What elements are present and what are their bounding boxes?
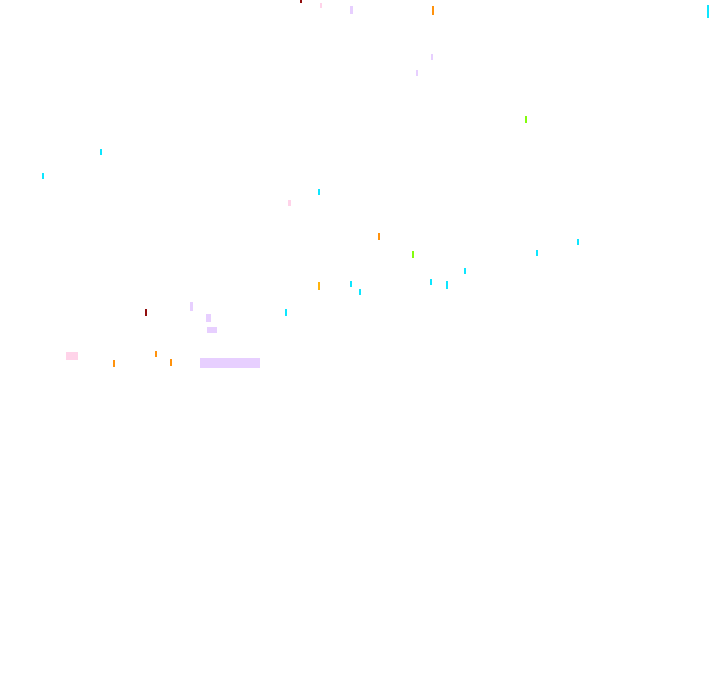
mark-m2 <box>320 3 322 8</box>
mark-m21 <box>446 281 448 289</box>
mark-m27 <box>207 327 217 333</box>
mark-m23 <box>145 309 147 316</box>
mark-m26 <box>285 309 287 316</box>
mark-m20 <box>430 279 432 285</box>
mark-m18 <box>350 281 352 287</box>
mark-m14 <box>412 251 414 258</box>
mark-m22 <box>464 268 466 274</box>
mark-m6 <box>431 54 433 60</box>
mark-m4 <box>432 6 434 15</box>
mark-m16 <box>577 239 579 245</box>
mark-m13 <box>378 233 380 240</box>
mark-m11 <box>288 200 291 206</box>
mark-m29 <box>113 360 115 367</box>
mark-m32 <box>200 358 260 368</box>
mark-m15 <box>536 250 538 256</box>
mark-m3 <box>350 6 353 14</box>
mark-m17 <box>318 282 320 290</box>
mark-m8 <box>525 116 527 123</box>
mark-m28 <box>155 351 157 357</box>
mark-m19 <box>359 289 361 295</box>
mark-m1 <box>300 0 302 3</box>
mark-m10 <box>42 173 44 179</box>
mark-m7 <box>416 70 418 76</box>
mark-m5 <box>707 5 709 18</box>
mark-m12 <box>318 189 320 195</box>
mark-m9 <box>100 149 102 155</box>
mark-m30 <box>170 359 172 366</box>
mark-m24 <box>190 302 193 311</box>
marks-layer <box>42 0 709 368</box>
mark-m31 <box>66 352 78 360</box>
mark-m25 <box>206 314 211 322</box>
